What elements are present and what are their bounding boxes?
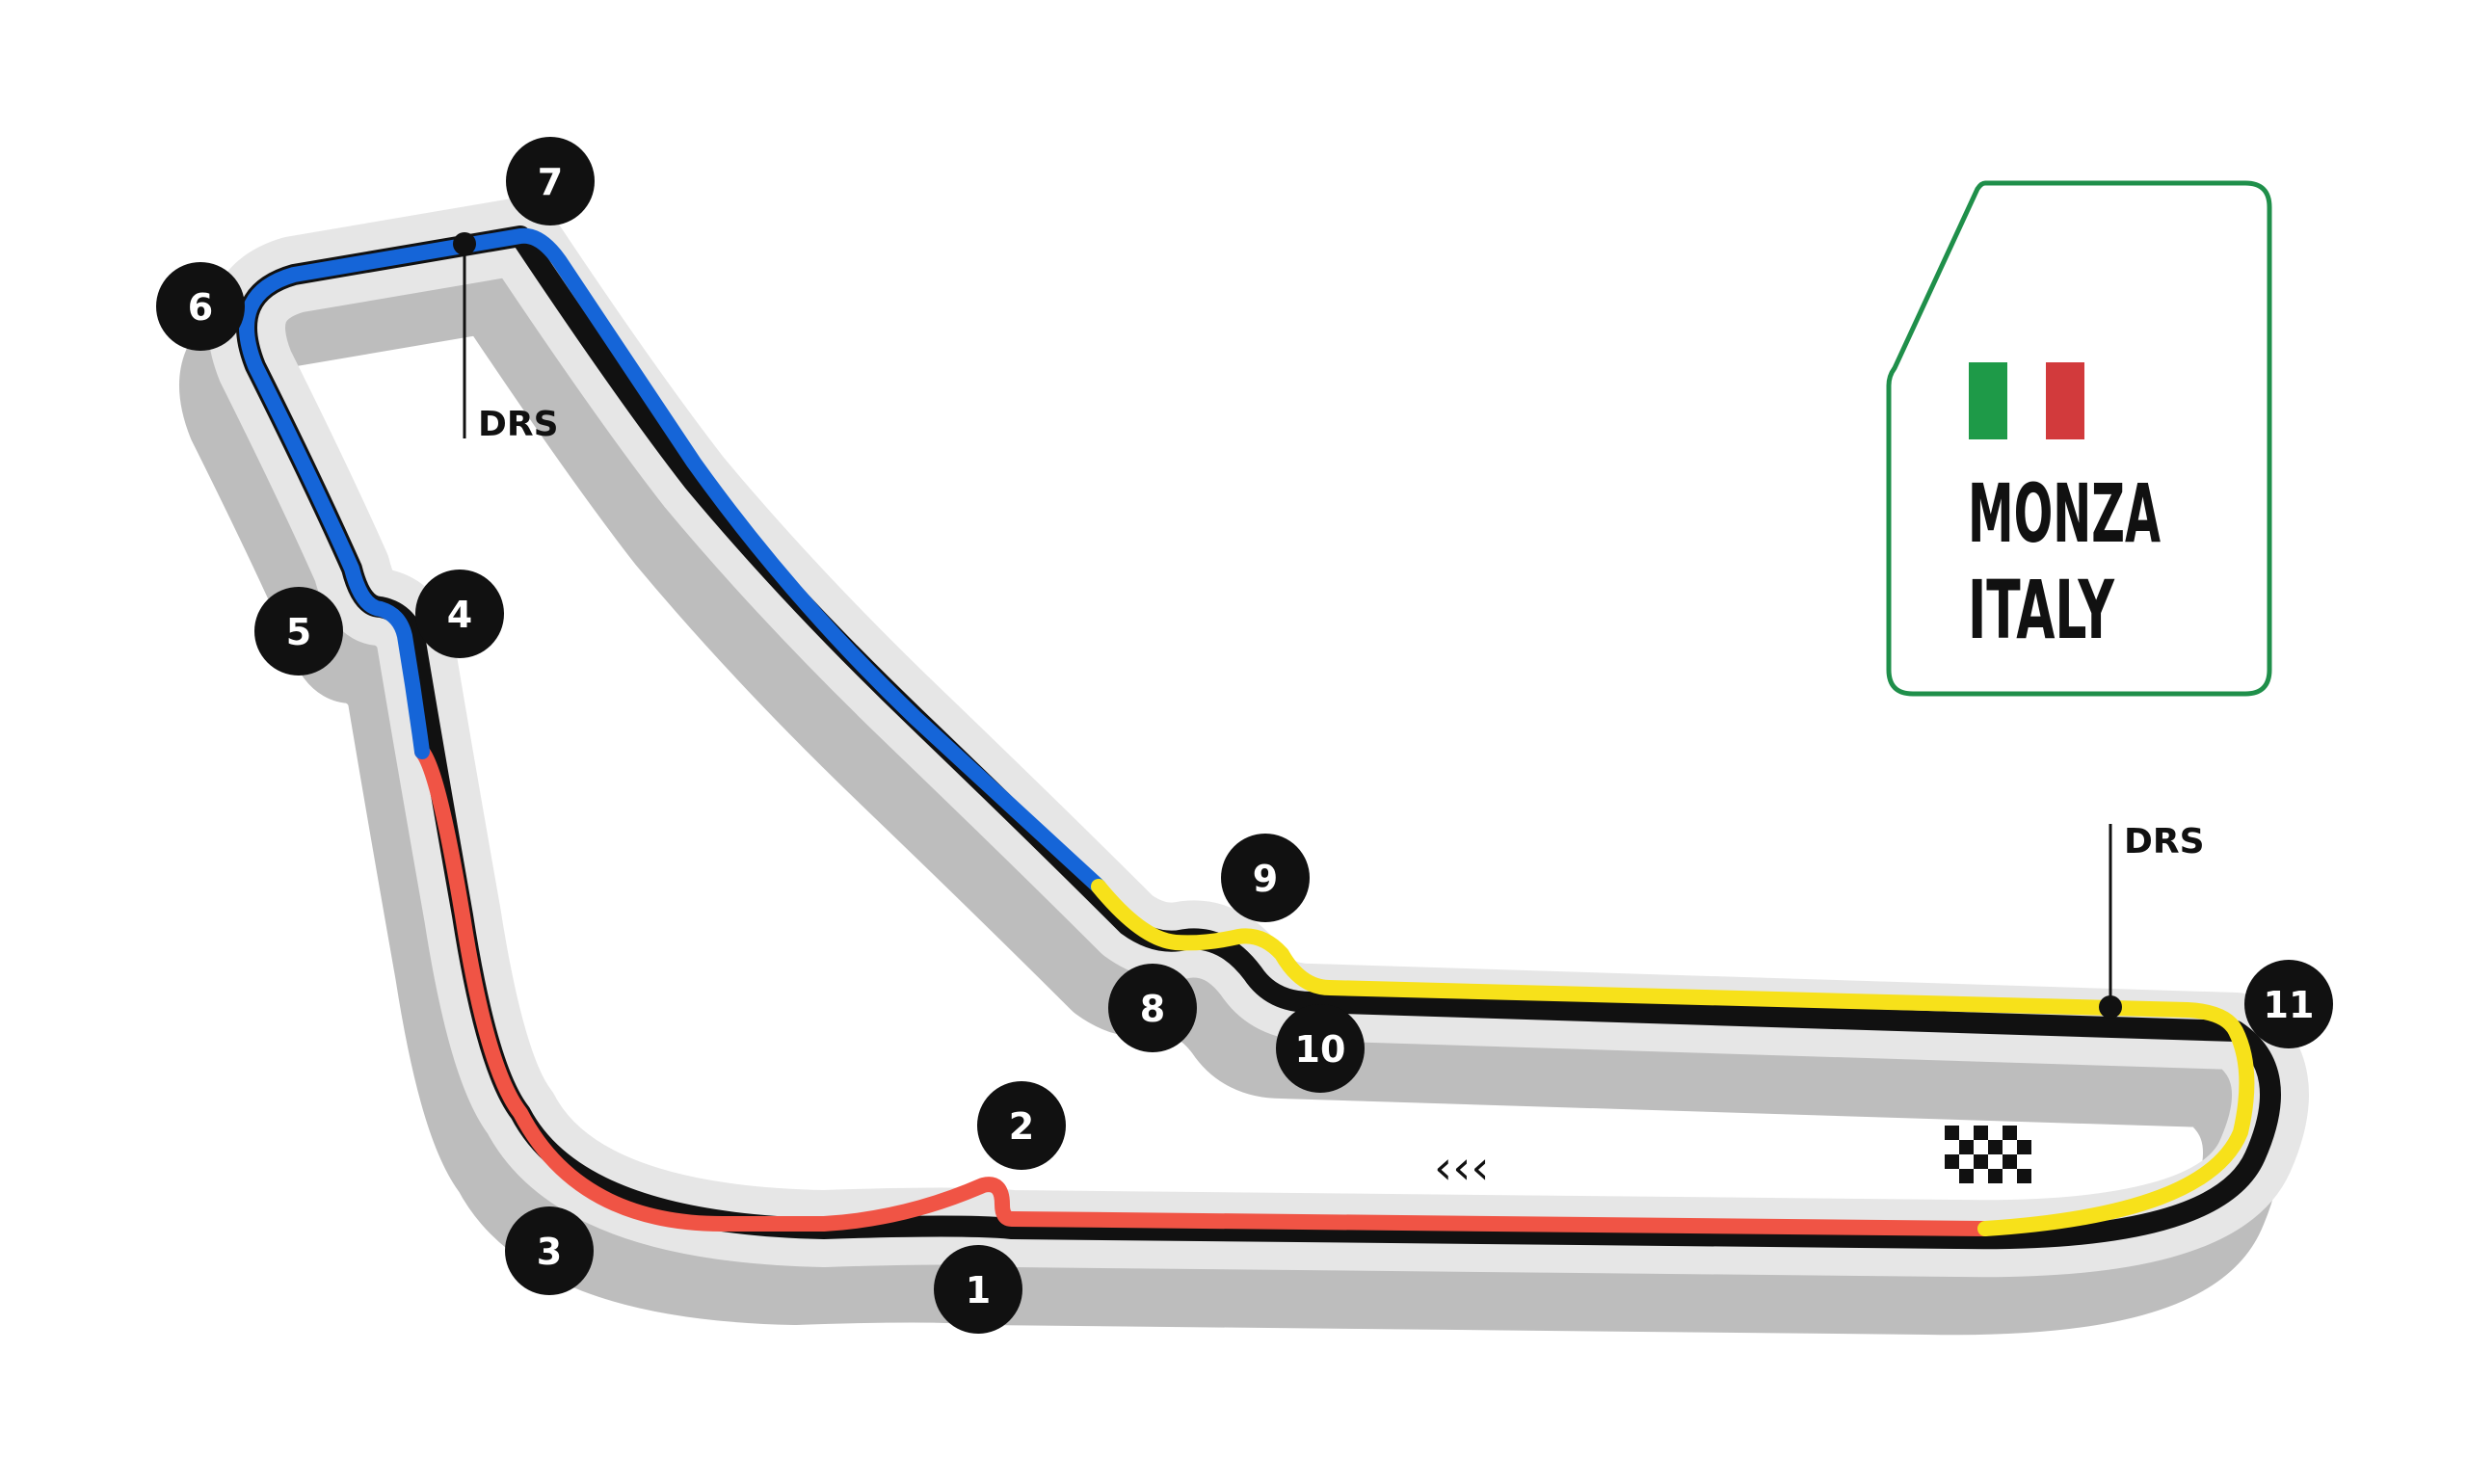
corner-label-8: 8	[1140, 988, 1165, 1030]
checkered-square	[2003, 1126, 2017, 1140]
corner-label-11: 11	[2264, 984, 2315, 1026]
corner-9: 9	[1221, 834, 1310, 922]
corner-label-1: 1	[966, 1269, 991, 1312]
corner-8: 8	[1108, 964, 1197, 1052]
checkered-square	[2017, 1140, 2031, 1154]
checkered-square	[1974, 1154, 1988, 1169]
checkered-square	[1959, 1140, 1974, 1154]
corner-label-5: 5	[286, 611, 311, 653]
drs-marker-1: DRS	[453, 232, 559, 444]
corner-label-3: 3	[537, 1231, 562, 1273]
checkered-square	[2003, 1154, 2017, 1169]
sector-2	[239, 227, 1106, 894]
checkered-square	[1945, 1154, 1959, 1169]
corner-2: 2	[977, 1081, 1066, 1170]
corner-11: 11	[2244, 960, 2333, 1048]
checkered-square	[1988, 1140, 2003, 1154]
checkered-square	[1974, 1126, 1988, 1140]
flag-green-stripe	[1969, 362, 2007, 439]
corner-10: 10	[1276, 1004, 1365, 1093]
checkered-square	[1959, 1169, 1974, 1183]
drs-label-2: DRS	[2124, 822, 2205, 861]
corner-4: 4	[415, 570, 504, 658]
drs-marker-2: DRS	[2099, 822, 2205, 1019]
checkered-square	[2017, 1169, 2031, 1183]
corner-6: 6	[156, 262, 245, 351]
track-shadow	[179, 255, 2280, 1336]
sector-3	[1091, 879, 2255, 1236]
checkered-square	[1945, 1126, 1959, 1140]
corner-label-9: 9	[1253, 858, 1278, 900]
direction-arrows-icon: ‹‹‹	[1434, 1141, 1490, 1195]
italy-flag-icon	[1969, 362, 2084, 439]
track-name: MONZA	[1968, 466, 2161, 561]
track-info-card: MONZA ITALY	[1886, 180, 2272, 697]
corner-badges: 1 2 3 4 5 6 7 8 9 10 11	[156, 137, 2333, 1334]
corner-label-6: 6	[188, 286, 213, 329]
checkered-square	[1988, 1169, 2003, 1183]
flag-red-stripe	[2046, 362, 2084, 439]
checkered-flag-icon	[1945, 1126, 2031, 1183]
corner-1: 1	[934, 1245, 1022, 1334]
sector-1	[414, 744, 1993, 1236]
track-country: ITALY	[1968, 563, 2115, 657]
corner-5: 5	[254, 587, 343, 676]
corner-label-10: 10	[1295, 1028, 1346, 1071]
corner-3: 3	[505, 1206, 594, 1295]
corner-7: 7	[506, 137, 595, 225]
drs-label-1: DRS	[478, 405, 559, 444]
corner-label-2: 2	[1009, 1105, 1034, 1148]
corner-label-4: 4	[447, 594, 472, 636]
corner-label-7: 7	[538, 161, 563, 203]
